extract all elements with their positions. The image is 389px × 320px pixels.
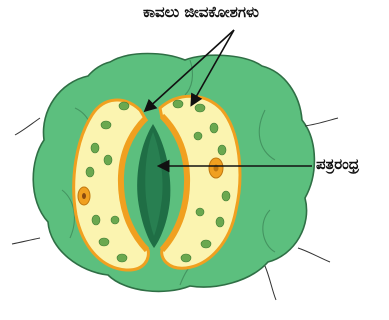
chloroplast xyxy=(173,100,183,108)
chloroplast xyxy=(99,238,109,246)
chloroplast xyxy=(91,143,99,153)
chloroplast xyxy=(117,254,127,262)
chloroplast xyxy=(210,123,218,133)
chloroplast xyxy=(86,167,94,177)
chloroplast xyxy=(201,240,211,248)
nucleolus-left xyxy=(82,193,86,199)
chloroplast xyxy=(92,215,100,225)
chloroplast xyxy=(222,191,230,201)
chloroplast xyxy=(111,216,119,224)
stomatal-pore-label: ಪತ್ರರಂಧ್ರ xyxy=(316,155,359,173)
chloroplast xyxy=(119,102,129,110)
chloroplast xyxy=(181,254,191,262)
chloroplast xyxy=(196,208,204,216)
chloroplast xyxy=(218,145,226,155)
chloroplast xyxy=(104,155,112,165)
guard-cells-label: ಕಾವಲು ಜೀವಕೋಶಗಳು xyxy=(143,3,259,21)
chloroplast xyxy=(101,121,111,129)
chloroplast xyxy=(194,132,202,140)
chloroplast xyxy=(195,104,205,112)
chloroplast xyxy=(216,217,224,227)
